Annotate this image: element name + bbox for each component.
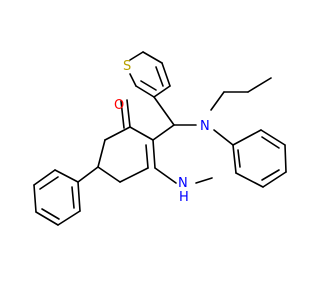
nh-hydrogen-label: H: [179, 190, 189, 205]
atom-nh: N H: [178, 176, 189, 205]
nitrogen-label: N: [200, 119, 210, 134]
cyclohexenone-ring: [97, 99, 154, 183]
benzo-ring: [232, 129, 287, 188]
thiophene-ring: [129, 51, 171, 98]
diazepine-ring: [145, 96, 234, 184]
propyl-chain: [210, 77, 272, 111]
phenyl-ring: [33, 166, 99, 226]
molecule-canvas: S O N N H: [33, 51, 287, 226]
nh-nitrogen-label: N: [178, 176, 188, 191]
oxygen-label: O: [114, 98, 124, 113]
structure-diagram: S O N N H: [33, 51, 287, 226]
atom-nitrogen: N: [200, 119, 210, 134]
sulfur-label: S: [123, 59, 131, 74]
atom-oxygen: O: [114, 98, 124, 113]
atom-sulfur: S: [123, 59, 131, 74]
